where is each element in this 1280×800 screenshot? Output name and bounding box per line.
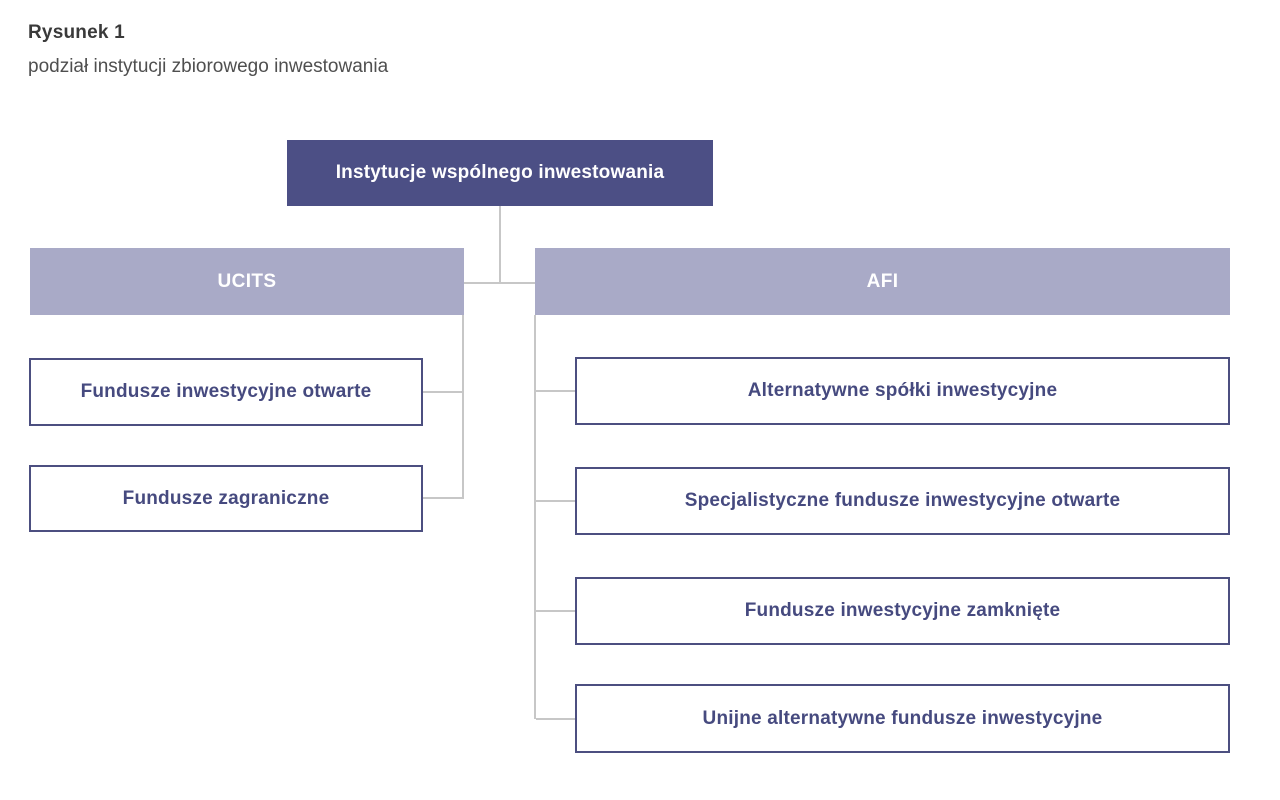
leaf-node-fundusze-inwestycyjne-zamkniete: Fundusze inwestycyjne zamknięte xyxy=(575,577,1230,645)
figure-label: Rysunek 1 xyxy=(28,22,125,43)
connector-root-cross xyxy=(464,282,536,284)
connector-root-drop xyxy=(499,206,501,283)
connector-afi-stub-2 xyxy=(536,500,575,502)
connector-ucits-stub-1 xyxy=(423,391,462,393)
leaf-node-fundusze-inwestycyjne-otwarte: Fundusze inwestycyjne otwarte xyxy=(29,358,423,426)
branch-header-ucits: UCITS xyxy=(30,248,464,315)
root-node: Instytucje wspólnego inwestowania xyxy=(287,140,713,206)
connector-ucits-stub-2 xyxy=(423,497,462,499)
branch-header-afi: AFI xyxy=(535,248,1230,315)
connector-afi-stub-3 xyxy=(536,610,575,612)
connector-ucits-rail xyxy=(462,315,464,499)
leaf-node-unijne-alternatywne-fundusze-inwestycyjne: Unijne alternatywne fundusze inwestycyjn… xyxy=(575,684,1230,753)
figure-caption: podział instytucji zbiorowego inwestowan… xyxy=(28,56,389,77)
leaf-node-fundusze-zagraniczne: Fundusze zagraniczne xyxy=(29,465,423,532)
connector-afi-rail xyxy=(534,315,536,719)
connector-afi-stub-1 xyxy=(536,390,575,392)
connector-afi-stub-4 xyxy=(536,718,575,720)
leaf-node-specjalistyczne-fundusze-inwestycyjne-otwarte: Specjalistyczne fundusze inwestycyjne ot… xyxy=(575,467,1230,535)
leaf-node-alternatywne-spolki-inwestycyjne: Alternatywne spółki inwestycyjne xyxy=(575,357,1230,425)
